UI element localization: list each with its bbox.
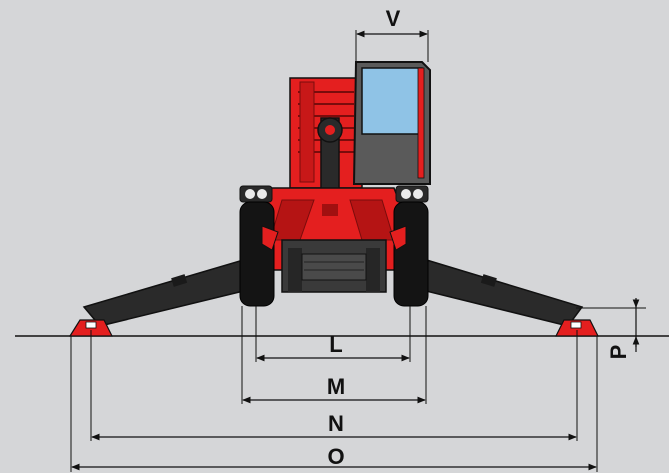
dimension-v: V xyxy=(355,6,429,62)
dimension-n: N xyxy=(90,330,578,441)
cab xyxy=(352,61,431,185)
left-outrigger-foot xyxy=(68,319,113,337)
left-tire xyxy=(239,201,275,307)
left-headlight xyxy=(239,185,273,203)
dimension-l: L xyxy=(255,306,411,362)
dimension-m-label: M xyxy=(327,374,345,399)
dimension-n-label: N xyxy=(328,411,344,436)
dimension-v-label: V xyxy=(386,6,401,31)
cab-window xyxy=(361,67,423,135)
right-outrigger-arm xyxy=(404,257,584,327)
dimension-l-label: L xyxy=(329,332,342,357)
dimension-p: P xyxy=(576,298,646,359)
left-outrigger-arm xyxy=(82,257,266,327)
dimension-o-label: O xyxy=(327,444,344,469)
dimension-m: M xyxy=(241,306,427,404)
dimension-p-label: P xyxy=(606,345,631,360)
right-outrigger-foot xyxy=(555,319,599,337)
dimension-o: O xyxy=(70,336,598,472)
fork-carriage xyxy=(281,239,387,293)
right-outrigger-bracket xyxy=(480,274,497,287)
left-outrigger-bracket xyxy=(171,274,188,287)
right-headlight xyxy=(395,185,429,203)
telehandler-front-view xyxy=(68,61,599,337)
right-tire xyxy=(393,201,429,307)
